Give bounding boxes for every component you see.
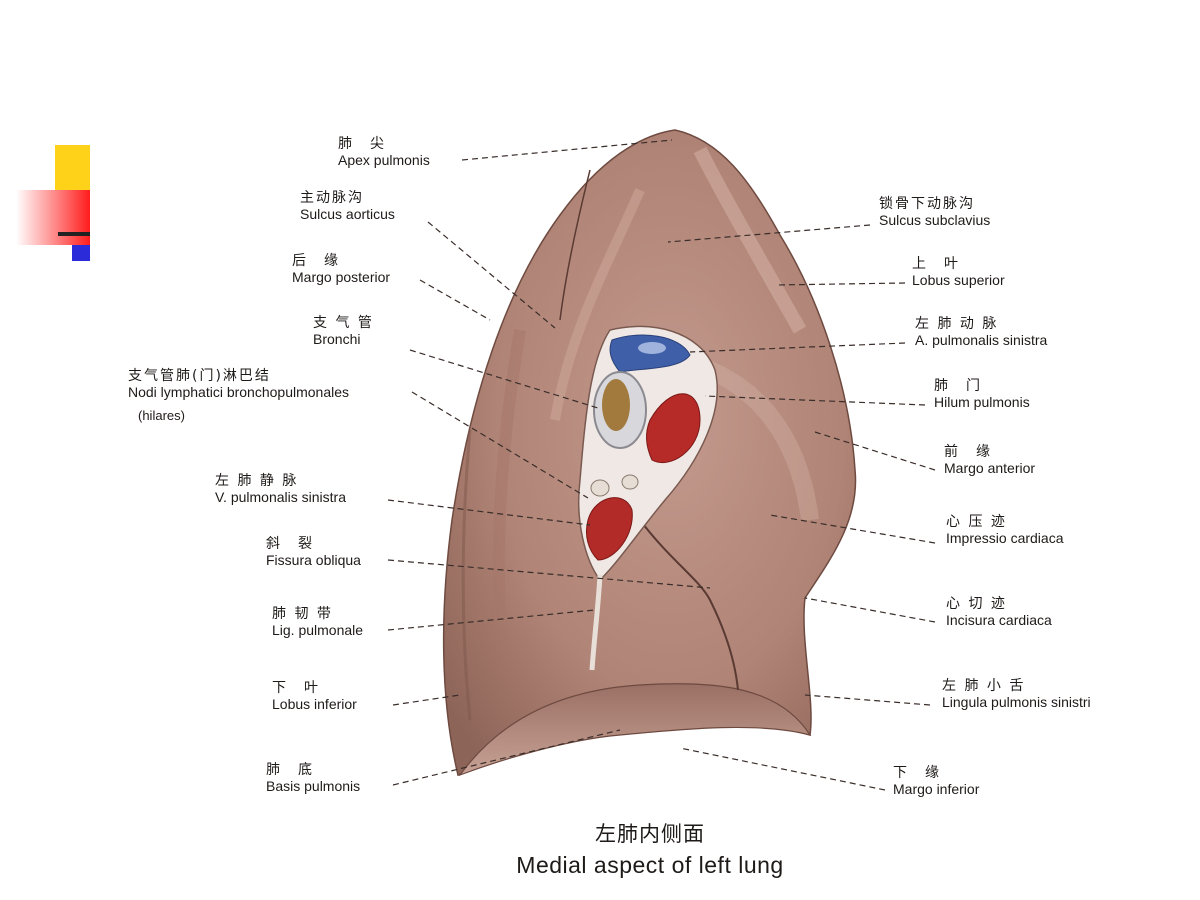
- label-zh: 肺 韧 带: [272, 606, 333, 622]
- label-sulcus-aorticus: 主动脉沟 Sulcus aorticus: [300, 190, 395, 222]
- vena-pulmonalis-lower: [585, 497, 633, 561]
- label-la: Bronchi: [313, 331, 361, 347]
- label-zh: 左 肺 小 舌: [942, 678, 1026, 694]
- label-zh: 斜 裂: [266, 536, 314, 552]
- label-zh: 肺 尖: [338, 136, 386, 152]
- label-la: Impressio cardiaca: [946, 530, 1064, 546]
- label-la: Fissura obliqua: [266, 552, 361, 568]
- label-zh: 上 叶: [912, 256, 960, 272]
- label-la: Sulcus aorticus: [300, 206, 395, 222]
- label-basis-pulmonis: 肺 底 Basis pulmonis: [266, 762, 360, 794]
- label-zh: 后 缘: [292, 253, 340, 269]
- label-nodi-lymphatici: 支气管肺(门)淋巴结 Nodi lymphatici bronchopulmon…: [128, 368, 349, 424]
- label-la: A. pulmonalis sinistra: [915, 332, 1048, 348]
- label-margo-posterior: 后 缘 Margo posterior: [292, 253, 390, 285]
- label-la: Margo anterior: [944, 460, 1036, 476]
- lung-ridge: [492, 329, 526, 621]
- lymph-node: [621, 474, 639, 490]
- label-la: Nodi lymphatici bronchopulmonales: [128, 384, 350, 400]
- lung-ridge: [693, 146, 807, 334]
- fissura-line: [559, 169, 591, 321]
- label-la: Sulcus subclavius: [879, 212, 991, 228]
- label-lingula-pulmonis-sinistri: 左 肺 小 舌 Lingula pulmonis sinistri: [942, 678, 1091, 710]
- label-la: Margo posterior: [292, 269, 391, 285]
- label-lig-pulmonale: 肺 韧 带 Lig. pulmonale: [272, 606, 363, 638]
- label-zh: 左 肺 动 脉: [915, 316, 999, 332]
- label-bronchi: 支 气 管 Bronchi: [313, 315, 374, 347]
- caption-zh: 左肺内侧面: [595, 822, 705, 846]
- label-zh: 主动脉沟: [300, 190, 364, 206]
- label-la-extra: (hilares): [138, 408, 185, 423]
- decor-yellow-square: [55, 145, 90, 190]
- label-margo-anterior: 前 缘 Margo anterior: [944, 444, 1035, 476]
- label-la: V. pulmonalis sinistra: [215, 489, 346, 505]
- label-v-pulmonalis-sinistra: 左 肺 静 脉 V. pulmonalis sinistra: [215, 473, 346, 505]
- bronchus-lumen: [602, 379, 630, 431]
- label-zh: 肺 底: [266, 762, 314, 778]
- label-incisura-cardiaca: 心 切 迹 Incisura cardiaca: [946, 596, 1052, 628]
- vena-pulmonalis-upper: [646, 393, 701, 464]
- label-la: Lig. pulmonale: [272, 622, 364, 638]
- basis-pulmonis-surface: [458, 683, 812, 777]
- label-la: Incisura cardiaca: [946, 612, 1052, 628]
- label-la: Lobus superior: [912, 272, 1005, 288]
- label-la: Hilum pulmonis: [934, 394, 1030, 410]
- label-zh: 肺 门: [934, 378, 982, 394]
- label-zh: 支气管肺(门)淋巴结: [128, 368, 271, 384]
- label-la: Lingula pulmonis sinistri: [942, 694, 1091, 710]
- label-la: Lobus inferior: [272, 696, 357, 712]
- label-zh: 锁骨下动脉沟: [879, 196, 975, 212]
- leader-lines: [387, 139, 936, 791]
- arteria-lumen: [638, 342, 666, 354]
- label-a-pulmonalis-sinistra: 左 肺 动 脉 A. pulmonalis sinistra: [915, 316, 1047, 348]
- label-sulcus-subclavius: 锁骨下动脉沟 Sulcus subclavius: [879, 196, 990, 228]
- label-impressio-cardiaca: 心 压 迹 Impressio cardiaca: [946, 514, 1064, 546]
- label-apex-pulmonis: 肺 尖 Apex pulmonis: [338, 136, 430, 168]
- label-la: Basis pulmonis: [266, 778, 361, 794]
- label-margo-inferior: 下 缘 Margo inferior: [893, 765, 979, 797]
- label-zh: 下 缘: [893, 765, 941, 781]
- label-la: Apex pulmonis: [338, 152, 430, 168]
- label-zh: 前 缘: [944, 444, 992, 460]
- label-lobus-superior: 上 叶 Lobus superior: [912, 256, 1005, 288]
- label-zh: 支 气 管: [313, 315, 374, 331]
- lung-ridge: [550, 188, 645, 421]
- decor-blue-square: [72, 245, 90, 261]
- label-lobus-inferior: 下 叶 Lobus inferior: [272, 680, 357, 712]
- label-la: Margo inferior: [893, 781, 980, 797]
- label-hilum-pulmonis: 肺 门 Hilum pulmonis: [934, 378, 1030, 410]
- decor-black-line: [58, 232, 90, 236]
- label-zh: 心 压 迹: [946, 514, 1007, 530]
- caption-en: Medial aspect of left lung: [516, 852, 784, 878]
- figure-caption: 左肺内侧面 Medial aspect of left lung: [480, 818, 820, 879]
- lig-pulmonale-band: [589, 574, 603, 671]
- label-zh: 心 切 迹: [946, 596, 1007, 612]
- label-zh: 下 叶: [272, 680, 320, 696]
- lung-ridge: [461, 429, 472, 721]
- label-zh: 左 肺 静 脉: [215, 473, 299, 489]
- label-fissura-obliqua: 斜 裂 Fissura obliqua: [266, 536, 361, 568]
- lymph-node: [590, 479, 610, 497]
- fissura-obliqua-line: [639, 519, 739, 691]
